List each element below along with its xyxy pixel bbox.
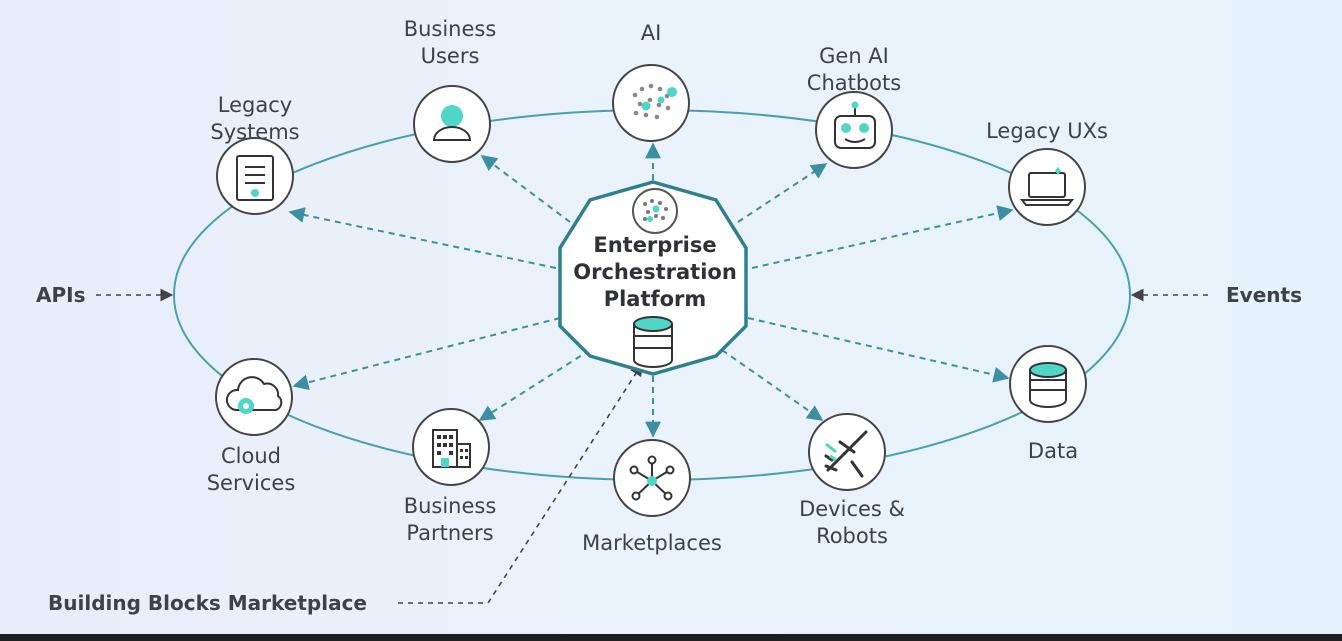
legacy-systems-label: Legacy Systems — [210, 93, 300, 144]
center-platform-title: Enterprise Orchestration Platform — [560, 232, 750, 313]
apis-label: APIs — [36, 283, 86, 307]
center-brain-icon — [632, 188, 678, 234]
document-icon — [236, 155, 274, 201]
events-label: Events — [1226, 283, 1302, 307]
center-database-icon — [633, 316, 673, 368]
laptop-icon — [1019, 167, 1075, 206]
plane-icon — [824, 430, 868, 478]
database-icon — [1029, 362, 1067, 408]
business-users-label: Business Users — [403, 17, 497, 68]
cloud-gear-icon — [226, 376, 283, 414]
center-title-line1: Enterprise — [593, 233, 717, 257]
center-platform-shape — [558, 180, 748, 376]
center-title-line2: Orchestration — [573, 260, 737, 284]
ai-node — [612, 64, 690, 142]
chatbots-label: Gen AI Chatbots — [806, 44, 902, 95]
network-hub-icon — [629, 455, 675, 501]
building-icon — [432, 429, 471, 468]
ai-label: AI — [640, 21, 662, 45]
devices-label: Devices & Robots — [799, 497, 905, 548]
cloud-label: Cloud Services — [206, 444, 296, 495]
spoke-arrows — [288, 142, 1014, 438]
partners-label: Business Partners — [403, 494, 497, 545]
brain-icon — [632, 83, 677, 120]
robot-icon — [834, 101, 876, 149]
person-icon — [432, 105, 472, 141]
legacy-uxs-label: Legacy UXs — [986, 119, 1108, 143]
center-title-line3: Platform — [603, 287, 707, 311]
marketplace-arrow — [398, 362, 643, 604]
data-label: Data — [1027, 439, 1079, 463]
marketplaces-label: Marketplaces — [582, 531, 722, 555]
building-blocks-label: Building Blocks Marketplace — [48, 591, 367, 615]
bottom-bar — [0, 634, 1342, 641]
